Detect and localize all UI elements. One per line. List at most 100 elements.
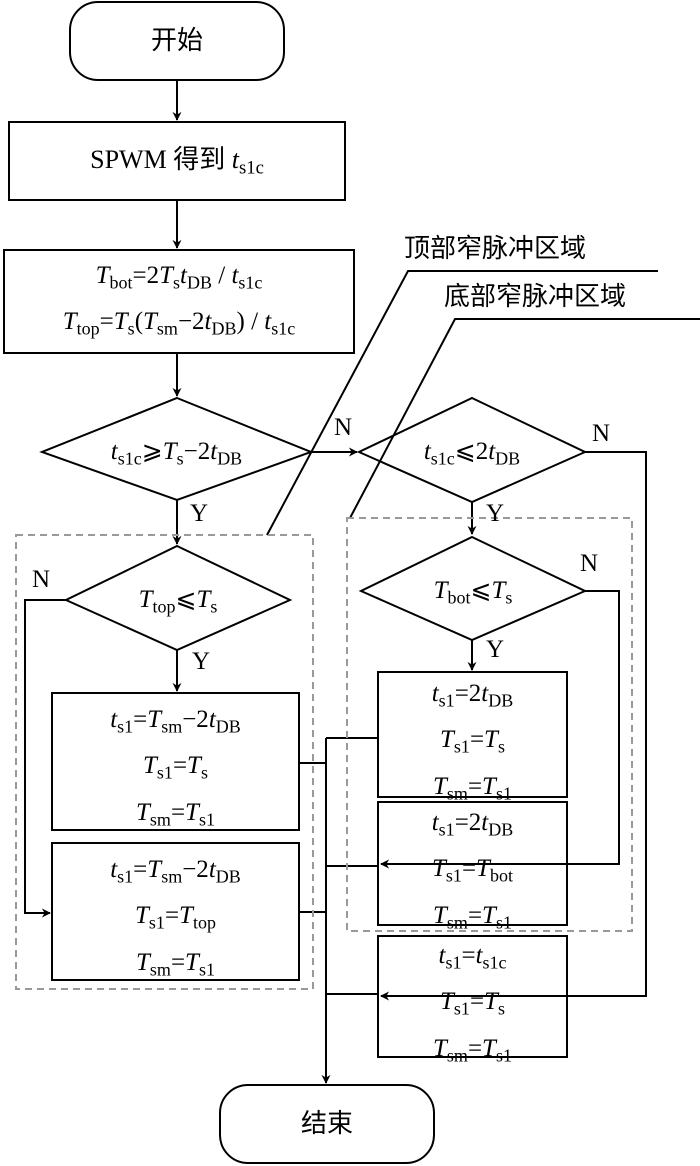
math-token: t [423,438,431,465]
math-token: t [481,809,489,836]
math-token: T [484,726,498,754]
math-token: T [62,308,77,336]
end-terminator [219,1084,435,1164]
box-line-1: ts1=Tsm−2tDB [52,850,299,896]
math-token: t [475,942,483,969]
math-token: =2 [454,680,482,707]
region-bottom-dashed [346,517,633,932]
box-line-2: Ts1=Ttop [52,896,299,942]
arrow-d3-no [24,599,66,918]
math-token: T [143,752,157,780]
math-token: s [173,272,181,293]
math-token: T [135,902,149,930]
box-line-1: ts1=Tsm−2tDB [52,700,299,746]
math-token: bot [489,865,513,886]
math-token: sm [161,716,183,737]
math-token: s [497,998,505,1019]
math-token: s1c [482,952,507,973]
math-token: T [433,772,447,800]
flag-d1-yes: Y [190,500,209,527]
math-token: T [433,1034,447,1062]
spwm-label: SPWM 得到 ts1c [9,140,345,189]
arrow-d4-no [380,590,620,869]
math-token: t [481,680,489,707]
math-token: bot [447,587,471,608]
math-token: DB [217,448,243,469]
math-token: t [431,809,439,836]
box-line-2: Ts1=Ts [378,720,567,766]
math-token: ⩾ [141,438,163,465]
decision-2-label: ts1c⩽2tDB [359,432,585,478]
box-line-3: Tsm=Ts1 [378,1029,567,1075]
math-token: t [110,706,118,733]
math-token: T [185,798,199,826]
math-token: T [113,308,128,336]
math-token: T [95,262,110,289]
box-bot-no [377,801,568,926]
math-token: sm [446,912,468,933]
math-token: T [440,726,454,754]
decision-1-text: ts1c⩾Ts−2tDB [42,432,311,478]
box-line-1: ts1=2tDB [378,803,567,849]
math-token: top [152,596,176,617]
math-token: s1 [495,912,512,933]
math-token: DB [186,272,212,293]
math-token: T [432,855,446,883]
arrow-d2-no [380,451,647,1001]
math-token: DB [495,448,521,469]
math-token: t [264,308,272,336]
box-line-3: Tsm=Ts1 [378,896,567,942]
box-normal [377,935,568,1058]
math-token: DB [488,819,514,840]
start-label: 开始 [70,20,284,57]
math-token: s1 [117,716,134,737]
math-token: t [488,438,496,465]
math-token: =2 [454,809,482,836]
math-token: = [467,1034,483,1062]
math-token: T [484,988,498,1016]
math-token: t [208,856,216,883]
math-token: −2 [182,856,209,883]
math-token: ( [134,308,144,336]
math-token: s1 [445,865,462,886]
flag-d3-yes: Y [192,648,211,675]
flag-d1-no: N [334,414,353,441]
region-top-dashed [15,534,314,990]
math-token: s1 [148,912,165,933]
math-token: s1 [156,762,173,783]
math-token: ) / [236,308,265,336]
math-token: = [469,988,485,1016]
decision-3-text: Ttop⩽Ts [66,580,290,626]
math-token: = [170,948,186,976]
spwm-prefix: SPWM 得到 [90,145,232,174]
decision-1-label: ts1c⩾Ts−2tDB [42,432,311,478]
math-token: t [110,856,118,883]
math-token: s [127,318,135,339]
spwm-var: t [231,145,239,174]
math-token: = [164,902,180,930]
math-token: = [170,798,186,826]
math-token: t [431,680,439,707]
math-token: T [162,438,177,465]
spwm-sub: s1c [238,157,264,179]
math-token: DB [215,866,241,887]
math-token: T [440,988,454,1016]
math-token: T [138,586,153,613]
math-token: s [497,736,505,757]
math-token: T [476,855,490,883]
math-token: s1 [198,809,215,830]
flag-d2-no: N [592,420,611,447]
math-token: T [159,262,174,289]
math-token: sm [149,809,171,830]
flag-d4-yes: Y [486,636,505,663]
math-token: s1c [271,318,296,339]
math-token: T [491,577,506,604]
flag-d3-no: N [32,566,51,593]
decision-4-label: Tbot⩽Ts [361,571,585,617]
math-token: = [172,752,188,780]
math-token: t [110,438,118,465]
